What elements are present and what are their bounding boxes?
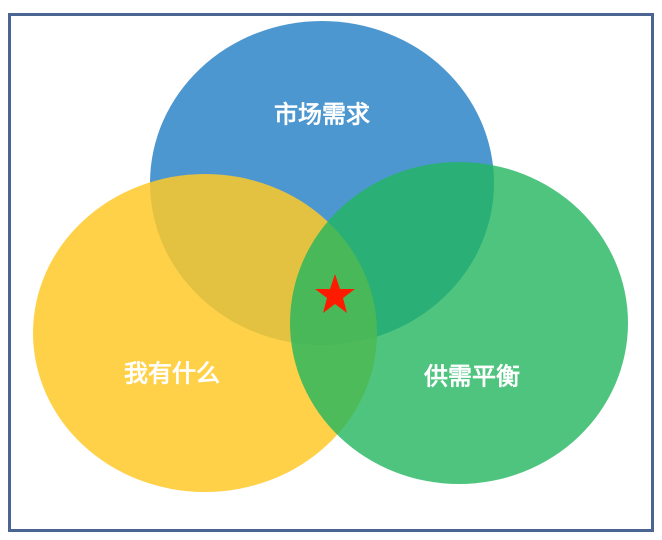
label-market-demand: 市场需求 — [274, 100, 370, 129]
label-supply-demand-balance: 供需平衡 — [424, 362, 520, 391]
circle-supply-demand-balance — [290, 162, 628, 484]
circle-what-i-have — [33, 174, 377, 492]
star-icon — [315, 274, 355, 313]
label-what-i-have: 我有什么 — [124, 359, 220, 388]
